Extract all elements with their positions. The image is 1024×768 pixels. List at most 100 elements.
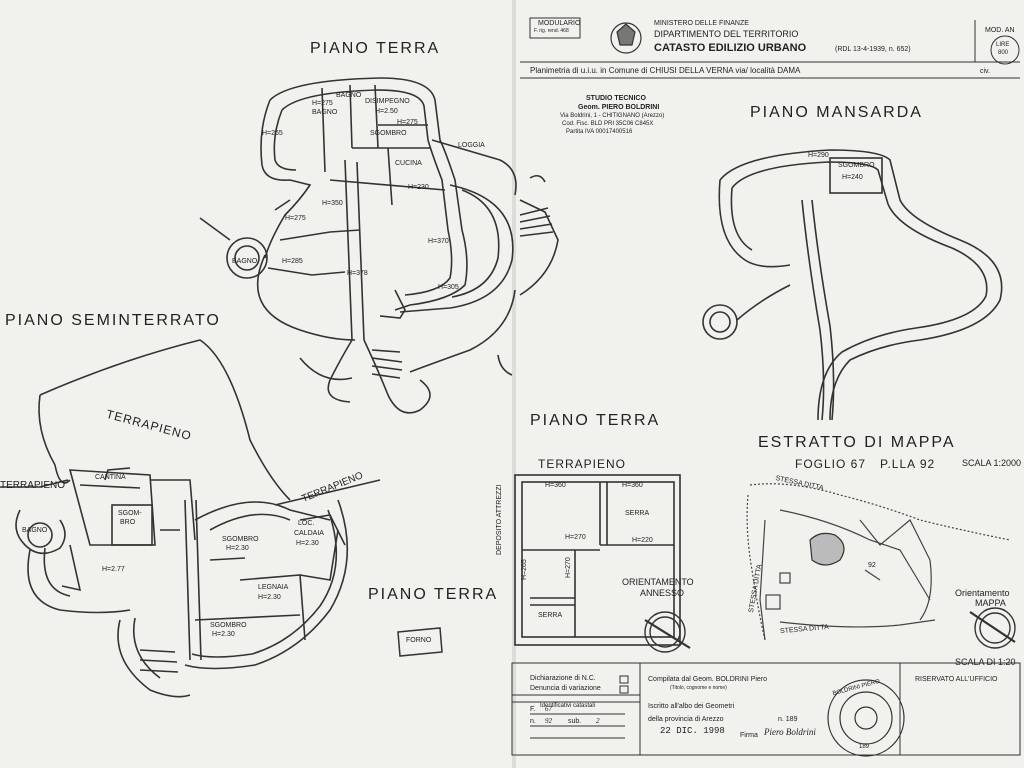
height-h277: H=2.77 [102, 566, 125, 573]
iscritto-label: Iscritto all'albo dei Geometri [648, 703, 735, 710]
rdl-label: (RDL 13-4-1939, n. 652) [835, 46, 911, 53]
stamp-number: 189 [859, 744, 870, 750]
foglio-label: FOGLIO 67 [795, 457, 867, 471]
mod-label: MOD. AN [985, 27, 1015, 34]
room-caldaia: CALDAIA [294, 530, 324, 537]
orientamento-mappa-label-2: MAPPA [975, 598, 1006, 608]
studio-line-5: Partita IVA 00017400516 [566, 129, 633, 135]
room-loc: LOC. [298, 520, 315, 527]
n-albo-label: n. 189 [778, 716, 798, 723]
room-legnaia: LEGNAIA [258, 584, 289, 591]
particella-92: 92 [868, 562, 876, 569]
piano-mansarda-plan [702, 149, 1003, 421]
lire-seal [990, 35, 1020, 65]
compilata-label: Compilata dal Geom. BOLDRINI Piero [648, 676, 768, 683]
plla-label: P.LLA 92 [880, 457, 936, 471]
height-h370: H=370 [428, 238, 449, 245]
title-piano-mansarda: PIANO MANSARDA [750, 104, 923, 121]
professional-stamp [827, 679, 905, 757]
title-piano-terra-right: PIANO TERRA [530, 412, 661, 429]
identificativi-label: Identificativi catastali [540, 703, 596, 709]
height-h305: H=305 [438, 284, 459, 291]
studio-line-3: Via Boldrini, 1 - CHITIGNANO (Arezzo) [560, 113, 665, 119]
titolo-label: (Titolo, cognome e nome) [670, 685, 727, 691]
room-sgombro-3: SGOMBRO [210, 622, 247, 629]
scala-top-label: SCALA 1:2000 [962, 458, 1022, 468]
denuncia-label: Denuncia di variazione [530, 685, 601, 692]
height-h275-b: H=275 [397, 119, 418, 126]
piano-seminterrato-plan [0, 339, 381, 698]
room-loggia: LOGGIA [458, 142, 485, 149]
sub-value: 2 [596, 717, 600, 725]
height-h230-c: H=2.30 [258, 594, 281, 601]
planimetria-line: Planimetria di u.i.u. in Comune di CHIUS… [530, 66, 801, 75]
title-piano-terra-top: PIANO TERRA [310, 40, 441, 57]
room-disimpegno: DISIMPEGNO [365, 98, 410, 105]
modulario-ref: F. rig. rend. 468 [534, 28, 569, 34]
room-cucina: CUCINA [395, 160, 422, 167]
orientamento-annesso-compass [644, 611, 691, 653]
height-h350: H=350 [322, 200, 343, 207]
orientamento-annesso-label-1: ORIENTAMENTO [622, 577, 694, 587]
civ-label: civ. [980, 68, 990, 75]
room-sgombro-2: SGOMBRO [222, 536, 259, 543]
height-h220: H=220 [632, 537, 653, 544]
title-piano-seminterrato: PIANO SEMINTERRATO [5, 312, 221, 329]
height-h240: H=240 [842, 174, 863, 181]
room-forno: FORNO [406, 637, 432, 644]
studio-line-1: STUDIO TECNICO [586, 95, 646, 102]
height-h275-a: H=275 [312, 100, 333, 107]
room-deposito-attrezzi: DEPOSITO ATTREZZI [496, 484, 503, 555]
room-sgombro-1a: SGOM- [118, 510, 142, 517]
estratto-mappa-drawing [746, 483, 1011, 641]
room-bagno-3: BAGNO [232, 258, 258, 265]
dichiarazione-label: Dichiarazione di N.C. [530, 675, 596, 682]
piano-terra-main-plan [199, 77, 559, 414]
orientamento-mappa-compass [969, 607, 1016, 649]
signature: Piero Boldrini [764, 727, 816, 737]
n-value: 92 [545, 717, 552, 725]
orientamento-annesso-label-2: ANNESSO [640, 588, 685, 598]
riservato-label: RISERVATO ALL'UFFICIO [915, 676, 998, 683]
title-estratto-mappa: ESTRATTO DI MAPPA [758, 434, 956, 451]
title-piano-terra-lower: PIANO TERRA [368, 586, 499, 603]
forno-box [397, 627, 443, 657]
height-h265-annesso: H=265 [521, 559, 528, 580]
studio-line-4: Cod. Fisc. BLD PRI 35C06 C845X [562, 121, 654, 127]
room-bagno-1: BAGNO [336, 92, 362, 99]
height-h230-d: H=2.30 [212, 631, 235, 638]
height-h230-a: H=2.30 [226, 545, 249, 552]
height-h360-a: H=360 [545, 482, 566, 489]
dipartimento-label: DIPARTIMENTO DEL TERRITORIO [654, 29, 799, 39]
header-lines [520, 17, 1020, 79]
lire-label: LIRE [996, 42, 1010, 48]
n-label: n. [530, 718, 536, 725]
room-sgombro-mansarda: SGOMBRO [838, 162, 875, 169]
orientamento-mappa-label-1: Orientamento [955, 588, 1010, 598]
room-serra-1: SERRA [625, 510, 650, 517]
ministero-label: MINISTERO DELLE FINANZE [654, 20, 749, 27]
room-cantina: CANTINA [95, 474, 126, 481]
paper-fold [512, 0, 516, 768]
height-h378: H=378 [347, 270, 368, 277]
footer-table-lines [511, 662, 1021, 756]
sub-label: sub. [568, 718, 582, 725]
room-bagno-2: BAGNO [312, 109, 338, 116]
room-sgombro-top: SGOMBRO [370, 130, 407, 137]
height-h270-b: H=270 [565, 557, 572, 578]
republic-emblem [610, 22, 642, 54]
room-bagno-semi: BAGNO [22, 527, 48, 534]
scala-bottom-label: SCALA DI 1:20 [955, 657, 1016, 667]
studio-line-2: Geom. PIERO BOLDRINI [578, 104, 660, 111]
room-serra-2: SERRA [538, 612, 563, 619]
f-value: 67 [545, 705, 552, 713]
terrapieno-left-label: TERRAPIENO [0, 480, 66, 491]
height-h285: H=285 [282, 258, 303, 265]
date-stamp: 22 DIC. 1998 [660, 726, 725, 736]
room-sgombro-1b: BRO [120, 519, 136, 526]
firma-label: Firma [740, 732, 758, 739]
provincia-label: della provincia di Arezzo [648, 716, 724, 723]
modulario-label: MODULARIO [538, 20, 581, 27]
